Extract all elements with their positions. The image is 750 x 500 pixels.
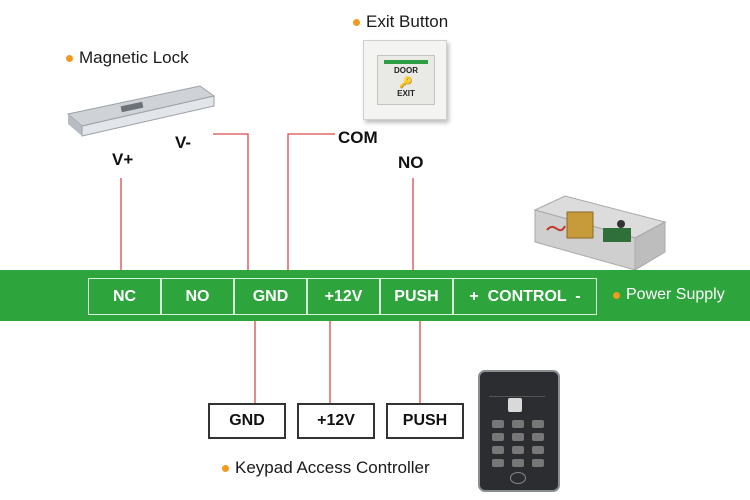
power-supply-image — [533, 195, 667, 271]
wire-v-minus-to-gnd — [213, 133, 249, 280]
terminal-12v: +12V — [307, 278, 380, 315]
bell-icon — [510, 472, 526, 484]
terminal-nc: NC — [88, 278, 161, 315]
exit-button-green-strip — [384, 60, 428, 64]
key-icon: 🔑 — [399, 77, 413, 89]
keypad-device-image — [478, 370, 560, 492]
keypad-terminal-push: PUSH — [386, 403, 464, 439]
exit-button-door-text: DOOR — [394, 66, 418, 75]
bullet-icon — [613, 291, 620, 299]
bullet-icon — [353, 18, 360, 26]
power-supply-label: Power Supply — [626, 286, 725, 303]
v-plus-label: V+ — [112, 150, 134, 169]
com-label: COM — [338, 128, 378, 147]
power-supply-caption: Power Supply — [613, 286, 725, 304]
bullet-icon — [66, 54, 73, 62]
bullet-icon — [222, 464, 229, 472]
keypad-buttons — [492, 420, 544, 467]
exit-button-device: DOOR 🔑 EXIT — [363, 40, 447, 120]
terminal-push: PUSH — [380, 278, 453, 315]
magnetic-lock-label: Magnetic Lock — [79, 48, 189, 67]
magnetic-lock-image — [66, 85, 216, 137]
terminal-control: + CONTROL - — [453, 278, 597, 315]
terminal-no: NO — [161, 278, 234, 315]
exit-button-exit-text: EXIT — [397, 89, 415, 98]
keypad-terminal-12v: +12V — [297, 403, 375, 439]
exit-button-plate: DOOR 🔑 EXIT — [377, 55, 435, 105]
wire-com-to-gnd — [287, 133, 335, 280]
terminal-gnd: GND — [234, 278, 307, 315]
keypad-label: Keypad Access Controller — [235, 458, 430, 477]
no-label: NO — [398, 153, 424, 172]
magnetic-lock-caption: Magnetic Lock — [66, 48, 189, 68]
v-minus-label: V- — [175, 133, 192, 152]
keypad-header — [489, 382, 545, 397]
keypad-terminal-gnd: GND — [208, 403, 286, 439]
exit-button-caption: Exit Button — [353, 12, 448, 32]
exit-button-label: Exit Button — [366, 12, 449, 31]
keypad-caption: Keypad Access Controller — [222, 458, 430, 478]
card-reader-icon — [508, 398, 522, 412]
